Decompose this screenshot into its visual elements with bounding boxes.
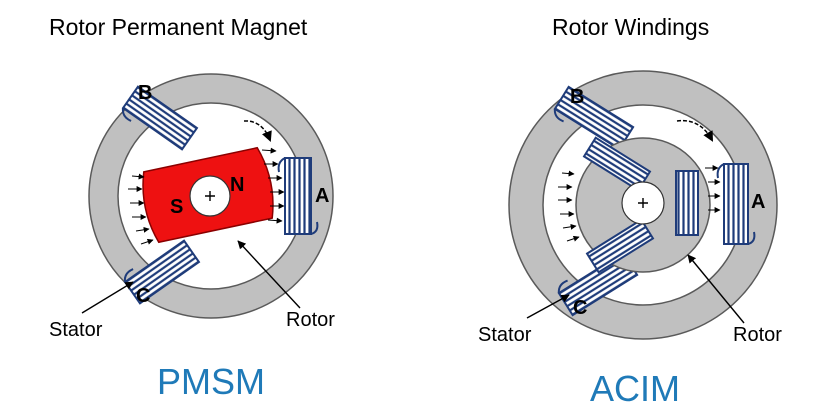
acim-rotor-leader — [687, 254, 745, 324]
acim-coil-b — [553, 85, 635, 151]
acim-motor — [508, 70, 778, 340]
acim-stator-label: Stator — [478, 324, 532, 346]
pmsm-rotor-leader — [237, 240, 301, 309]
pmsm-pole-n: N — [230, 174, 245, 196]
acim-rotor-winding-upper — [582, 136, 652, 192]
acim-stator-leader — [526, 294, 570, 319]
pmsm-coil-a — [277, 157, 319, 235]
pmsm-pole-s: S — [170, 196, 184, 218]
acim-rotor-label: Rotor — [733, 324, 782, 346]
pmsm-flux-arrows-left — [128, 173, 154, 245]
acim-coil-c-label: C — [573, 297, 588, 319]
pmsm-coil-c — [123, 239, 201, 305]
pmsm-flux-arrows-right — [261, 147, 285, 224]
acim-rotor-winding-right — [675, 170, 699, 236]
pmsm-coil-b-label: B — [138, 82, 153, 104]
pmsm-name: PMSM — [157, 361, 265, 402]
pmsm-coil-c-label: C — [136, 285, 151, 307]
acim-coil-a — [716, 163, 756, 245]
acim-coil-b-label: B — [570, 86, 585, 108]
pmsm-rotation-arrow — [243, 120, 272, 142]
pmsm-coil-b — [121, 85, 199, 151]
pmsm-stator-label: Stator — [49, 319, 103, 341]
pmsm-title: Rotor Permanent Magnet — [49, 14, 308, 40]
acim-rotor-winding-lower — [585, 218, 655, 274]
pmsm-stator-leader — [81, 281, 134, 314]
acim-coil-a-label: A — [751, 191, 766, 213]
acim-flux-arrows-left — [558, 170, 580, 242]
pmsm-coil-a-label: A — [315, 185, 330, 207]
pmsm-motor — [81, 73, 334, 319]
pmsm-rotor-label: Rotor — [286, 309, 335, 331]
acim-name: ACIM — [590, 368, 680, 409]
acim-flux-arrows-right — [705, 165, 721, 213]
acim-title: Rotor Windings — [552, 14, 710, 40]
acim-rotation-arrow — [676, 119, 714, 142]
